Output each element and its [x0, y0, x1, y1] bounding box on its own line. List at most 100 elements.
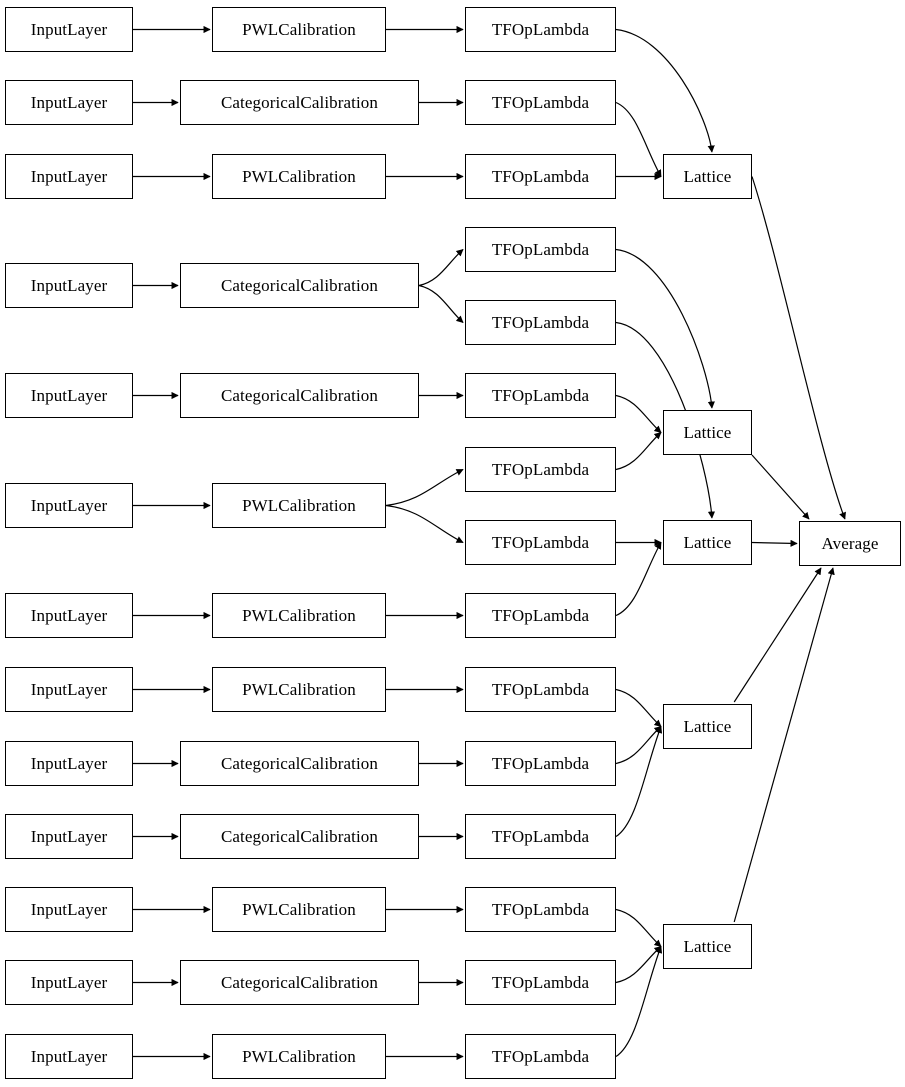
- node-in10[interactable]: InputLayer: [5, 814, 133, 859]
- node-cal11[interactable]: PWLCalibration: [212, 887, 386, 932]
- edge-lat3-to-avg: [751, 539, 798, 547]
- edge-op13-to-lat5: [615, 908, 662, 947]
- node-cal2[interactable]: CategoricalCalibration: [180, 80, 419, 125]
- edge-op7-to-lat2: [615, 432, 662, 471]
- node-label: Average: [821, 534, 879, 553]
- node-op6[interactable]: TFOpLambda: [465, 373, 616, 418]
- node-op11[interactable]: TFOpLambda: [465, 741, 616, 786]
- node-in5[interactable]: InputLayer: [5, 373, 133, 418]
- node-label: TFOpLambda: [491, 606, 590, 625]
- node-label: InputLayer: [30, 606, 108, 625]
- edge-op11-to-lat4: [615, 726, 662, 765]
- node-op7[interactable]: TFOpLambda: [465, 447, 616, 492]
- node-op5[interactable]: TFOpLambda: [465, 300, 616, 345]
- node-op2[interactable]: TFOpLambda: [465, 80, 616, 125]
- node-op1[interactable]: TFOpLambda: [465, 7, 616, 52]
- node-cal1[interactable]: PWLCalibration: [212, 7, 386, 52]
- edge-op2-to-lat1: [615, 101, 662, 178]
- edge-op4-to-lat2: [615, 248, 715, 409]
- node-label: TFOpLambda: [491, 167, 590, 186]
- node-label: CategoricalCalibration: [220, 827, 379, 846]
- node-op9[interactable]: TFOpLambda: [465, 593, 616, 638]
- node-label: TFOpLambda: [491, 900, 590, 919]
- edge-op9-to-lat3: [615, 541, 662, 617]
- edge-op6-to-lat2: [615, 394, 662, 433]
- node-label: TFOpLambda: [491, 20, 590, 39]
- node-label: PWLCalibration: [242, 1047, 356, 1066]
- node-lat4[interactable]: Lattice: [663, 704, 752, 749]
- edge-op15-to-lat5: [615, 945, 663, 1058]
- node-label: Lattice: [683, 533, 732, 552]
- edge-op1-to-lat1: [615, 28, 715, 153]
- node-label: TFOpLambda: [491, 386, 590, 405]
- node-label: InputLayer: [30, 1047, 108, 1066]
- node-op10[interactable]: TFOpLambda: [465, 667, 616, 712]
- node-label: PWLCalibration: [242, 900, 356, 919]
- node-lat1[interactable]: Lattice: [663, 154, 752, 199]
- node-label: TFOpLambda: [491, 460, 590, 479]
- node-in11[interactable]: InputLayer: [5, 887, 133, 932]
- node-label: TFOpLambda: [491, 240, 590, 259]
- node-label: CategoricalCalibration: [220, 386, 379, 405]
- node-cal9[interactable]: CategoricalCalibration: [180, 741, 419, 786]
- node-label: PWLCalibration: [242, 680, 356, 699]
- node-label: PWLCalibration: [242, 606, 356, 625]
- node-label: InputLayer: [30, 973, 108, 992]
- node-label: InputLayer: [30, 900, 108, 919]
- node-cal3[interactable]: PWLCalibration: [212, 154, 386, 199]
- node-lat3[interactable]: Lattice: [663, 520, 752, 565]
- node-label: TFOpLambda: [491, 533, 590, 552]
- node-op12[interactable]: TFOpLambda: [465, 814, 616, 859]
- node-avg[interactable]: Average: [799, 521, 901, 566]
- node-cal10[interactable]: CategoricalCalibration: [180, 814, 419, 859]
- node-cal4[interactable]: CategoricalCalibration: [180, 263, 419, 308]
- node-label: InputLayer: [30, 496, 108, 515]
- node-in4[interactable]: InputLayer: [5, 263, 133, 308]
- node-op3[interactable]: TFOpLambda: [465, 154, 616, 199]
- node-lat5[interactable]: Lattice: [663, 924, 752, 969]
- node-cal5[interactable]: CategoricalCalibration: [180, 373, 419, 418]
- edge-cal4-to-op4: [418, 249, 464, 287]
- node-label: InputLayer: [30, 386, 108, 405]
- node-cal13[interactable]: PWLCalibration: [212, 1034, 386, 1079]
- node-label: CategoricalCalibration: [220, 973, 379, 992]
- node-op13[interactable]: TFOpLambda: [465, 887, 616, 932]
- node-cal7[interactable]: PWLCalibration: [212, 593, 386, 638]
- node-cal6[interactable]: PWLCalibration: [212, 483, 386, 528]
- node-in1[interactable]: InputLayer: [5, 7, 133, 52]
- node-label: InputLayer: [30, 20, 108, 39]
- node-label: InputLayer: [30, 827, 108, 846]
- node-in6[interactable]: InputLayer: [5, 483, 133, 528]
- node-label: PWLCalibration: [242, 496, 356, 515]
- node-in13[interactable]: InputLayer: [5, 1034, 133, 1079]
- node-cal8[interactable]: PWLCalibration: [212, 667, 386, 712]
- node-label: Lattice: [683, 423, 732, 442]
- edge-cal6-to-op7: [385, 468, 464, 507]
- node-label: InputLayer: [30, 167, 108, 186]
- node-label: PWLCalibration: [242, 167, 356, 186]
- node-label: Lattice: [683, 717, 732, 736]
- node-cal12[interactable]: CategoricalCalibration: [180, 960, 419, 1005]
- node-label: InputLayer: [30, 276, 108, 295]
- node-in12[interactable]: InputLayer: [5, 960, 133, 1005]
- node-op4[interactable]: TFOpLambda: [465, 227, 616, 272]
- node-label: TFOpLambda: [491, 827, 590, 846]
- node-label: Lattice: [683, 167, 732, 186]
- node-label: TFOpLambda: [491, 754, 590, 773]
- edge-cal4-to-op5: [418, 284, 464, 323]
- node-in2[interactable]: InputLayer: [5, 80, 133, 125]
- node-label: TFOpLambda: [491, 680, 590, 699]
- node-op8[interactable]: TFOpLambda: [465, 520, 616, 565]
- node-label: TFOpLambda: [491, 1047, 590, 1066]
- node-label: CategoricalCalibration: [220, 754, 379, 773]
- node-op15[interactable]: TFOpLambda: [465, 1034, 616, 1079]
- node-label: TFOpLambda: [491, 313, 590, 332]
- node-op14[interactable]: TFOpLambda: [465, 960, 616, 1005]
- node-in9[interactable]: InputLayer: [5, 741, 133, 786]
- node-in8[interactable]: InputLayer: [5, 667, 133, 712]
- node-in7[interactable]: InputLayer: [5, 593, 133, 638]
- node-in3[interactable]: InputLayer: [5, 154, 133, 199]
- node-lat2[interactable]: Lattice: [663, 410, 752, 455]
